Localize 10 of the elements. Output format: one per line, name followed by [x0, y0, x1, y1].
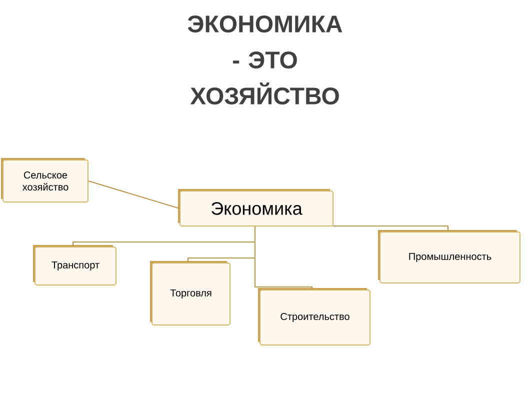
process-box: Сельское хозяйство [1, 158, 88, 202]
connector-line [332, 226, 448, 232]
connector-line [254, 226, 312, 290]
title: ЭКОНОМИКА - ЭТО ХОЗЯЙСТВО [188, 16, 342, 104]
process-box: Строительство [258, 288, 370, 346]
process-box: Экономика [178, 189, 334, 226]
process-box: Промышленность [378, 230, 520, 284]
connector-line [88, 180, 180, 209]
process-box: Транспорт [33, 245, 116, 286]
process-box: Торговля [150, 261, 230, 326]
